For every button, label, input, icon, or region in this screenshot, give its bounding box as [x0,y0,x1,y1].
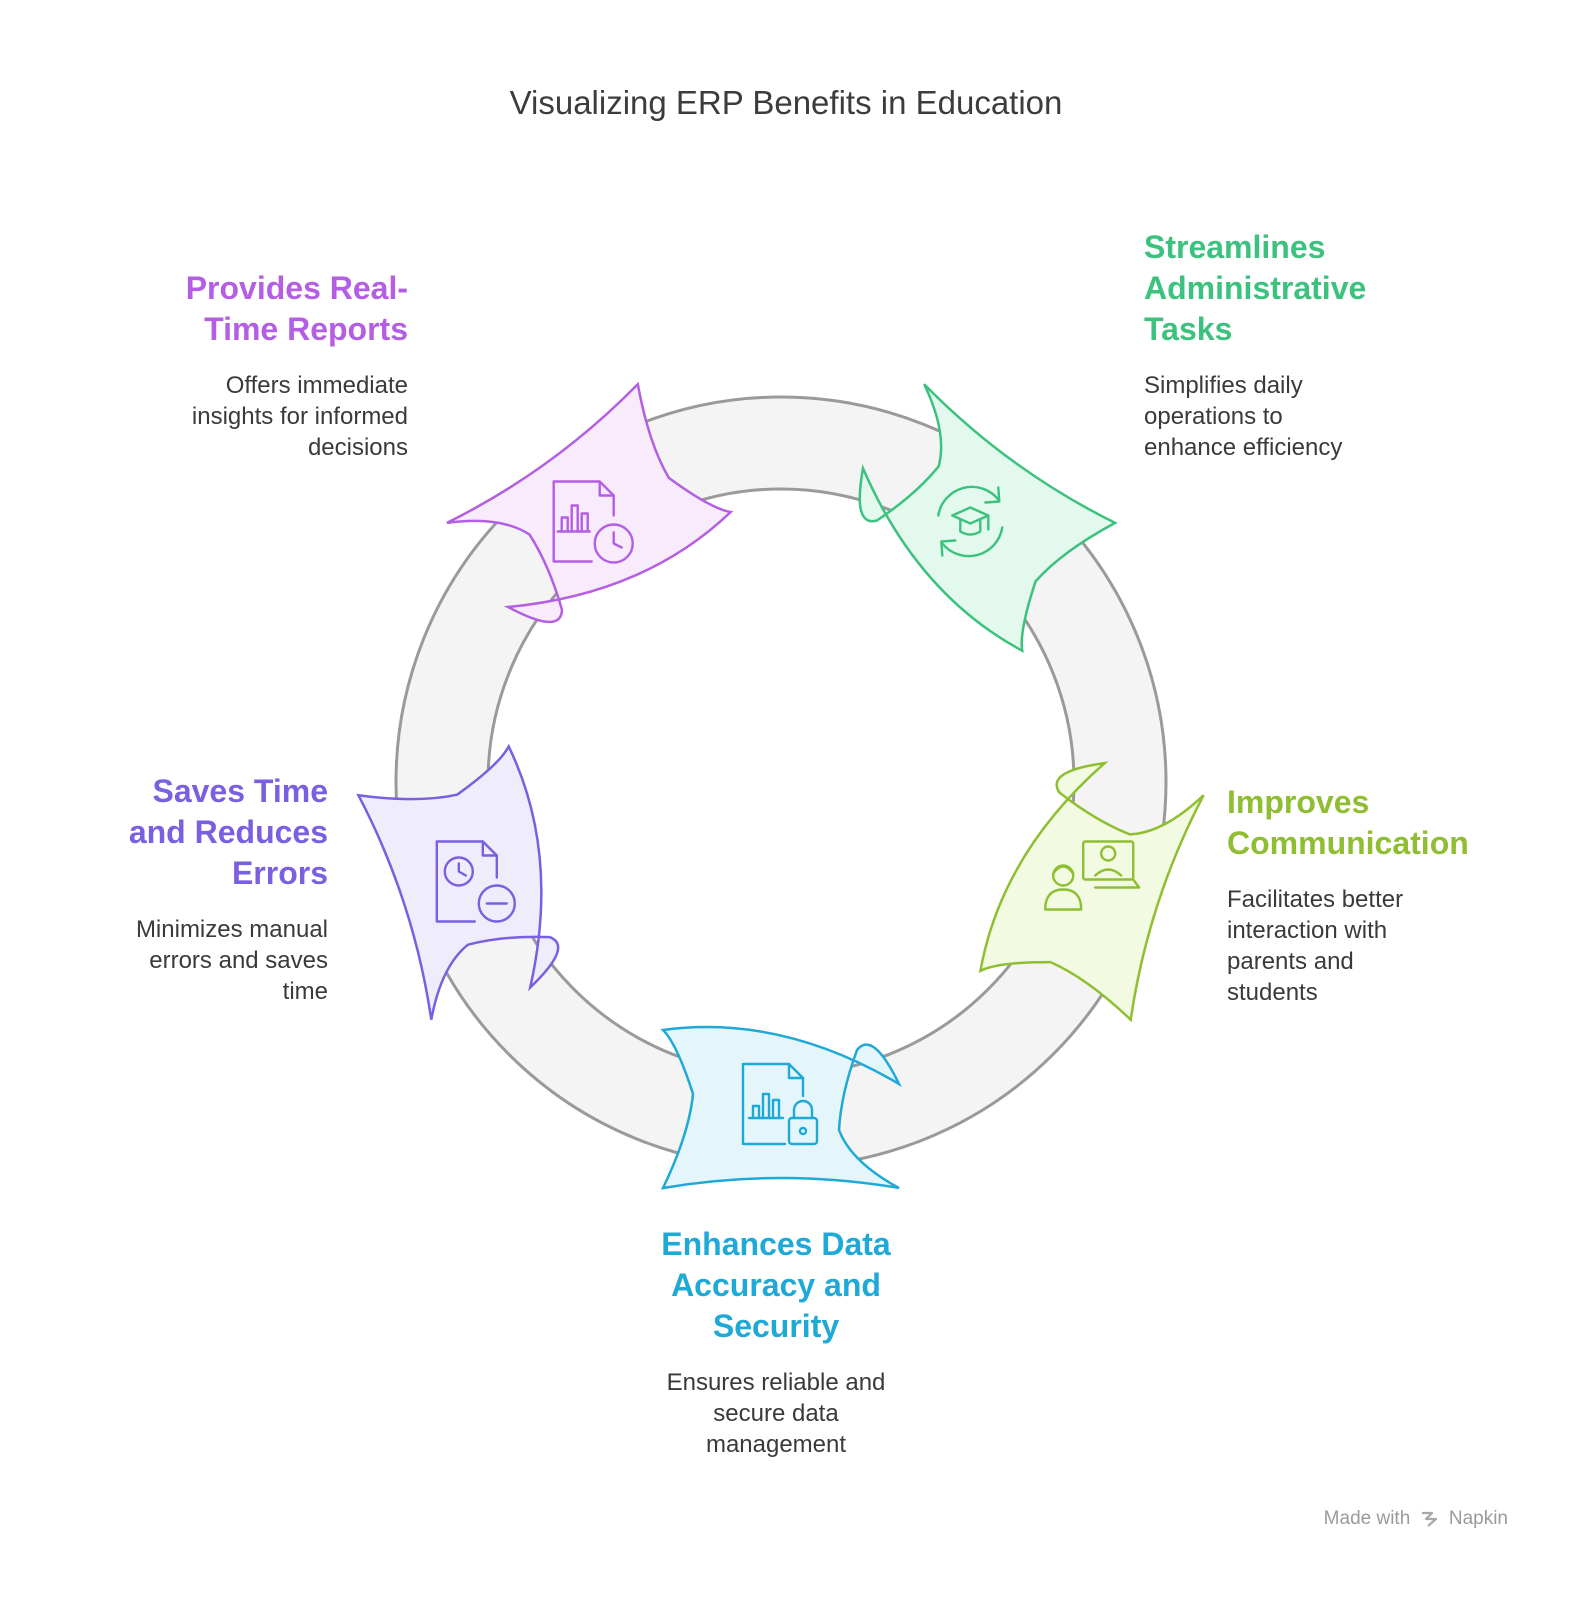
benefit-realtime-reports: Provides Real- Time Reports Offers immed… [108,268,408,463]
teacher-video-call-icon [1043,840,1141,911]
benefit-heading: Streamlines Administrative Tasks [1144,229,1367,347]
segment-shape-realtime [446,381,734,624]
benefit-communication: Improves Communication Facilitates bette… [1227,782,1537,1008]
made-with-napkin-credit: Made with Napkin [1323,1508,1508,1529]
chart-document-clock-icon [552,480,634,564]
benefit-description: Offers immediate insights for informed d… [191,372,408,461]
benefit-heading: Enhances Data Accuracy and Security [661,1226,891,1344]
benefit-description: Facilitates better interaction with pare… [1227,886,1404,1006]
segment-savetime [356,743,560,1020]
diagram-title: Visualizing ERP Benefits in Education [509,84,1063,121]
benefit-heading: Saves Time and Reduces Errors [128,773,328,891]
segment-shape-security [660,1025,902,1190]
benefit-description: Ensures reliable and secure data managem… [666,1369,886,1458]
report-lock-icon [741,1062,819,1146]
napkin-logo-icon [1421,1511,1437,1527]
benefit-streamline-tasks: Streamlines Administrative Tasks Simplif… [1144,227,1444,463]
segment-communication [978,761,1205,1023]
benefit-heading: Improves Communication [1227,784,1469,861]
segment-streamline [858,383,1118,653]
benefit-data-security: Enhances Data Accuracy and Security Ensu… [626,1224,926,1460]
segment-realtime [446,381,734,624]
segment-shape-communication [978,761,1205,1023]
benefit-description: Simplifies daily operations to enhance e… [1144,372,1343,461]
benefit-heading: Provides Real- Time Reports [185,270,408,347]
benefit-saves-time: Saves Time and Reduces Errors Minimizes … [28,771,328,1007]
segment-security [660,1025,902,1190]
segment-shape-savetime [356,743,560,1020]
benefit-description: Minimizes manual errors and saves time [135,916,328,1005]
graduation-cap-refresh-icon [937,485,1004,558]
document-clock-minus-icon [435,840,516,923]
